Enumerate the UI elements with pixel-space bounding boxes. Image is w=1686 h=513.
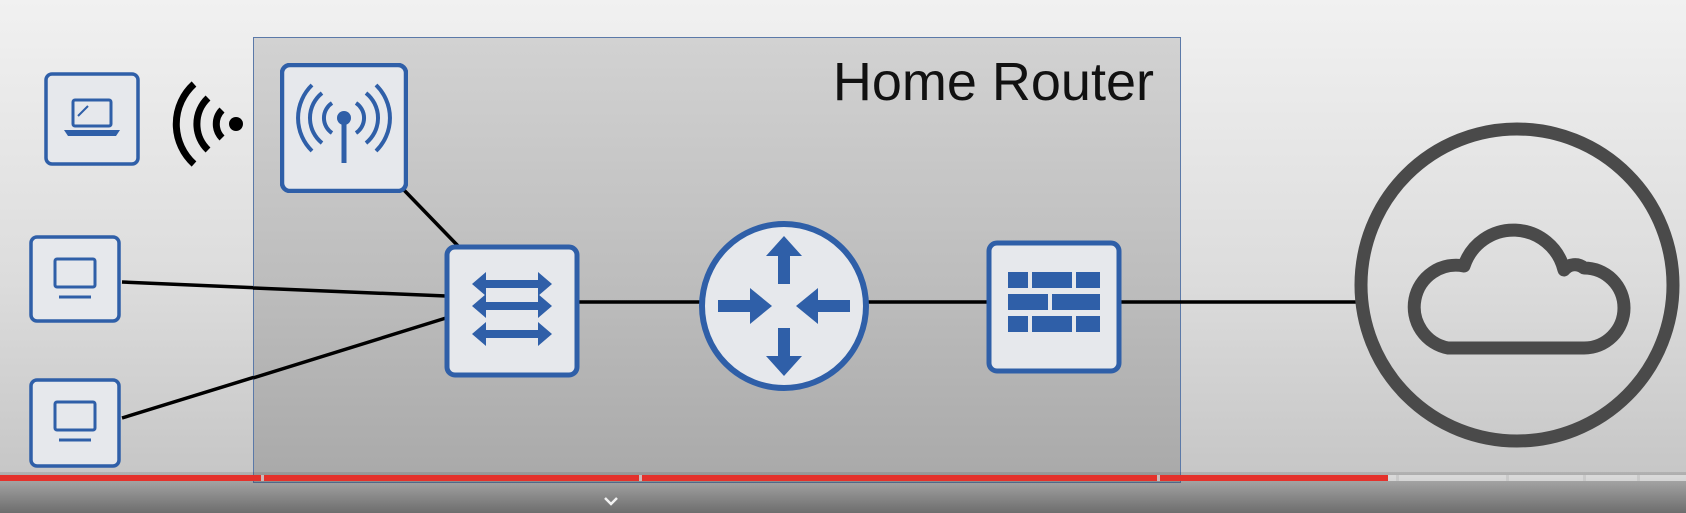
progress-fill bbox=[0, 475, 1388, 481]
desktop-pc-icon bbox=[29, 378, 121, 468]
chapter-marker bbox=[638, 475, 642, 481]
cloud-icon bbox=[1354, 122, 1680, 448]
access-point-node bbox=[280, 63, 408, 193]
chapter-marker bbox=[1505, 475, 1509, 481]
wifi-signal-icon bbox=[172, 81, 243, 167]
switch-node bbox=[444, 244, 580, 378]
internet-node bbox=[1352, 120, 1682, 450]
wireless-access-point-icon bbox=[280, 63, 408, 193]
chapter-marker bbox=[1583, 475, 1587, 481]
laptop-icon bbox=[44, 72, 140, 166]
chapter-marker bbox=[1396, 475, 1399, 481]
chapter-marker bbox=[261, 475, 265, 481]
chapter-marker bbox=[1156, 475, 1160, 481]
pc-1-node bbox=[29, 235, 121, 323]
wifi-signal-node bbox=[164, 76, 250, 170]
firewall-icon bbox=[986, 240, 1122, 374]
pc-2-node bbox=[29, 378, 121, 468]
switch-icon bbox=[444, 244, 580, 378]
chapter-marker bbox=[1637, 475, 1641, 481]
router-title: Home Router bbox=[832, 52, 1154, 112]
laptop-node bbox=[44, 72, 140, 166]
router-node bbox=[698, 220, 870, 392]
progress-bar[interactable] bbox=[0, 475, 1686, 481]
desktop-pc-icon bbox=[29, 235, 121, 323]
chevron-down-icon[interactable] bbox=[602, 494, 620, 508]
router-icon bbox=[699, 221, 869, 391]
firewall-node bbox=[986, 240, 1122, 374]
